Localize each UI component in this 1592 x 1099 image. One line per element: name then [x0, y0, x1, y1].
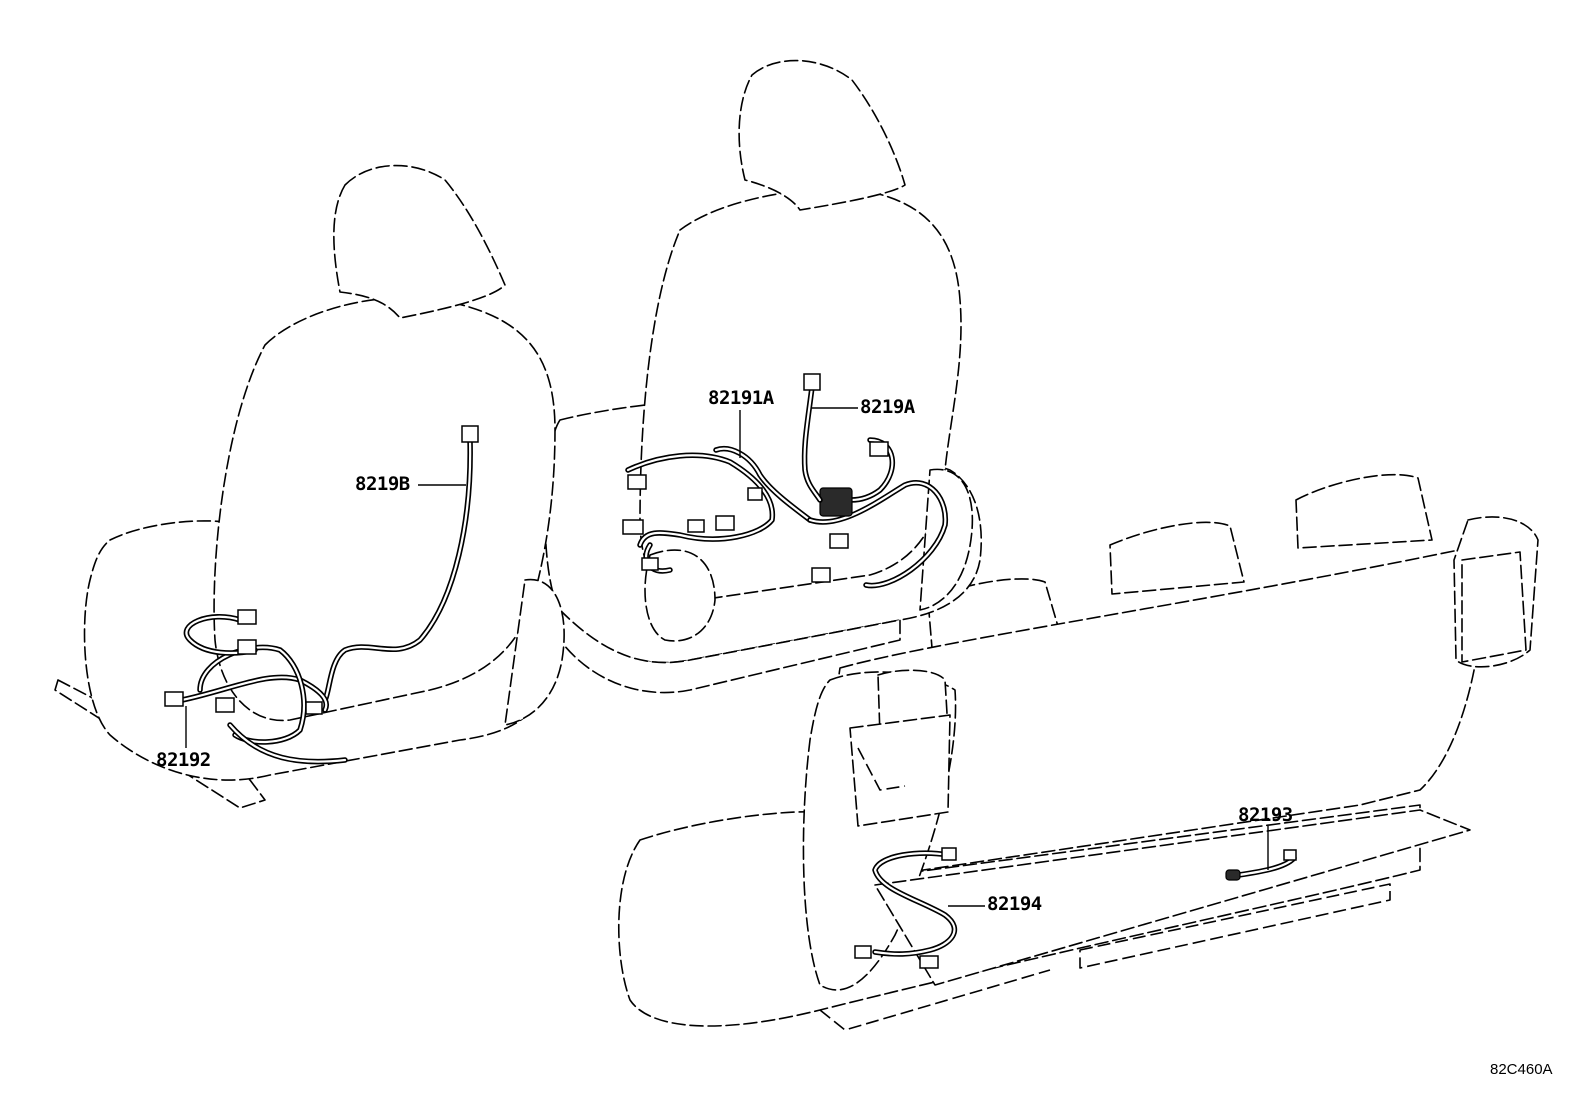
harness-8219b-wiring	[322, 425, 479, 703]
rear-right-hinge-block	[1461, 551, 1527, 663]
rear-bench-seat	[618, 473, 1539, 1031]
left-seat-side-cover	[504, 578, 565, 726]
rear-headrest-center	[1109, 521, 1245, 595]
callout-8219a: 8219A	[860, 396, 915, 418]
rear-rail	[1079, 883, 1391, 969]
harness-82192-wiring	[164, 609, 348, 765]
rear-belt-slot	[857, 747, 906, 791]
callout-8219b: 8219B	[355, 473, 410, 495]
callout-82191a: 82191A	[708, 387, 774, 409]
harness-82194-wiring	[854, 847, 958, 969]
rear-cushion-lower-edge	[819, 969, 1051, 1031]
figure-code: 82C460A	[1490, 1061, 1553, 1078]
right-seat-headrest	[738, 59, 906, 211]
right-seat-base	[559, 609, 901, 694]
right-seat-side-cover	[919, 468, 974, 611]
harness-8219a-wiring	[801, 373, 823, 503]
harness-82193-wiring	[1225, 849, 1297, 881]
rear-headrest-right	[1295, 473, 1433, 549]
callout-82193: 82193	[1238, 804, 1293, 826]
harness-82191a-wiring	[622, 437, 949, 589]
front-right-seat	[544, 59, 983, 694]
front-left-seat	[54, 164, 565, 809]
callout-82194: 82194	[987, 893, 1042, 915]
rear-left-belt-guide	[849, 714, 951, 827]
left-seat-headrest	[333, 164, 506, 319]
callout-82192: 82192	[156, 749, 211, 771]
